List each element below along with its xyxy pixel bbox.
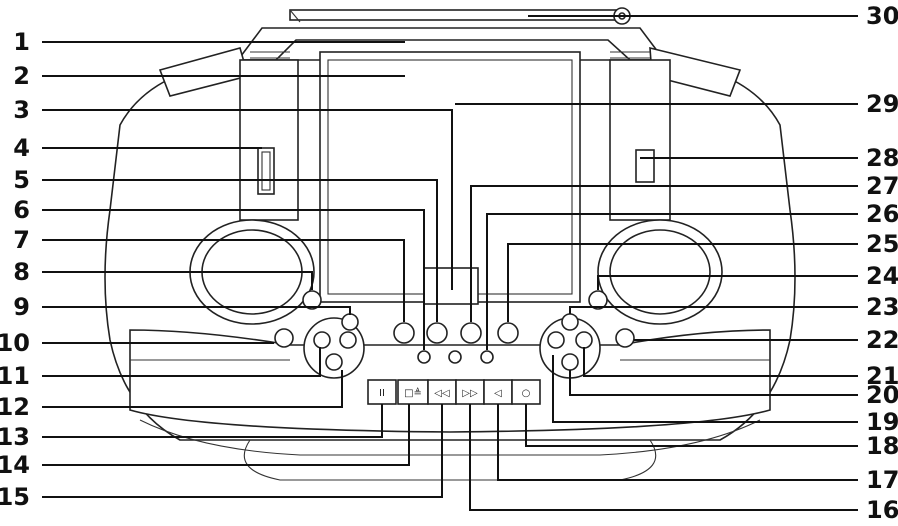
callout-2: 2	[13, 62, 30, 90]
callout-5: 5	[13, 166, 30, 194]
rewind-button[interactable]: ◁◁	[427, 379, 457, 405]
cluster-right-button-a[interactable]	[561, 313, 579, 331]
cluster-right-button-b[interactable]	[547, 331, 565, 349]
callout-18: 18	[866, 432, 898, 460]
play-glyph: ◁	[494, 388, 502, 399]
right-side-column	[609, 59, 671, 221]
cd-lid	[319, 51, 581, 303]
right-speaker	[597, 219, 723, 325]
button-7[interactable]	[393, 322, 415, 344]
callout-22: 22	[866, 326, 898, 354]
button-6[interactable]	[426, 322, 448, 344]
cluster-right-button-d[interactable]	[561, 353, 579, 371]
callout-17: 17	[866, 466, 898, 494]
cluster-left-button-c[interactable]	[325, 353, 343, 371]
button-10[interactable]	[274, 328, 294, 348]
callout-28: 28	[866, 144, 898, 172]
callout-16: 16	[866, 496, 898, 524]
fast-forward-button[interactable]: ▷▷	[455, 379, 485, 405]
callout-numbers-left: 1 2 3 4 5 6 7 8 9 10 11 12 13 14 15	[0, 28, 30, 511]
callout-lines-right	[455, 15, 858, 511]
stop-eject-glyph: □≜	[404, 387, 422, 399]
button-left-8[interactable]	[302, 290, 322, 310]
callout-numbers-right: 30 29 28 27 26 25 24 23 22 21 20 19 18 1…	[866, 2, 898, 524]
callout-27: 27	[866, 172, 898, 200]
left-slot	[257, 147, 275, 195]
button-right-24[interactable]	[588, 290, 608, 310]
callout-26: 26	[866, 200, 898, 228]
small-buttons	[274, 290, 635, 364]
callout-9: 9	[13, 293, 30, 321]
callout-1: 1	[13, 28, 30, 56]
callout-15: 15	[0, 483, 30, 511]
cluster-left-button-a[interactable]	[313, 331, 331, 349]
led-3	[448, 350, 462, 364]
callout-6: 6	[13, 196, 30, 224]
callout-12: 12	[0, 393, 30, 421]
record-glyph: ○	[522, 388, 531, 399]
callout-8: 8	[13, 258, 30, 286]
cluster-left-button-b[interactable]	[339, 331, 357, 349]
callout-20: 20	[866, 381, 898, 409]
callout-23: 23	[866, 293, 898, 321]
left-side-column	[239, 59, 299, 221]
callout-30: 30	[866, 2, 898, 30]
play-button[interactable]: ◁	[483, 379, 513, 405]
callout-14: 14	[0, 451, 30, 479]
callout-24: 24	[866, 262, 898, 290]
led-26	[480, 350, 494, 364]
cluster-left-button-d[interactable]	[341, 313, 359, 331]
callout-29: 29	[866, 90, 898, 118]
callout-21: 21	[866, 362, 898, 390]
record-button[interactable]: ○	[511, 379, 541, 405]
button-25[interactable]	[497, 322, 519, 344]
callout-4: 4	[13, 134, 30, 162]
pause-button[interactable]: II	[367, 379, 397, 405]
cluster-right-button-c[interactable]	[575, 331, 593, 349]
callout-25: 25	[866, 230, 898, 258]
rewind-glyph: ◁◁	[434, 388, 450, 399]
fast-forward-glyph: ▷▷	[462, 388, 478, 399]
callout-lines-left	[42, 41, 453, 498]
callout-10: 10	[0, 329, 30, 357]
transport-buttons: II □≜ ◁◁ ▷▷ ◁ ○	[367, 379, 541, 405]
stop-eject-button[interactable]: □≜	[397, 379, 429, 405]
button-27[interactable]	[460, 322, 482, 344]
right-slot	[635, 149, 655, 183]
callout-3: 3	[13, 96, 30, 124]
pause-glyph: II	[379, 388, 385, 399]
callout-11: 11	[0, 362, 30, 390]
callout-19: 19	[866, 408, 898, 436]
button-22[interactable]	[615, 328, 635, 348]
callout-7: 7	[13, 226, 30, 254]
callout-13: 13	[0, 423, 30, 451]
led-5	[417, 350, 431, 364]
